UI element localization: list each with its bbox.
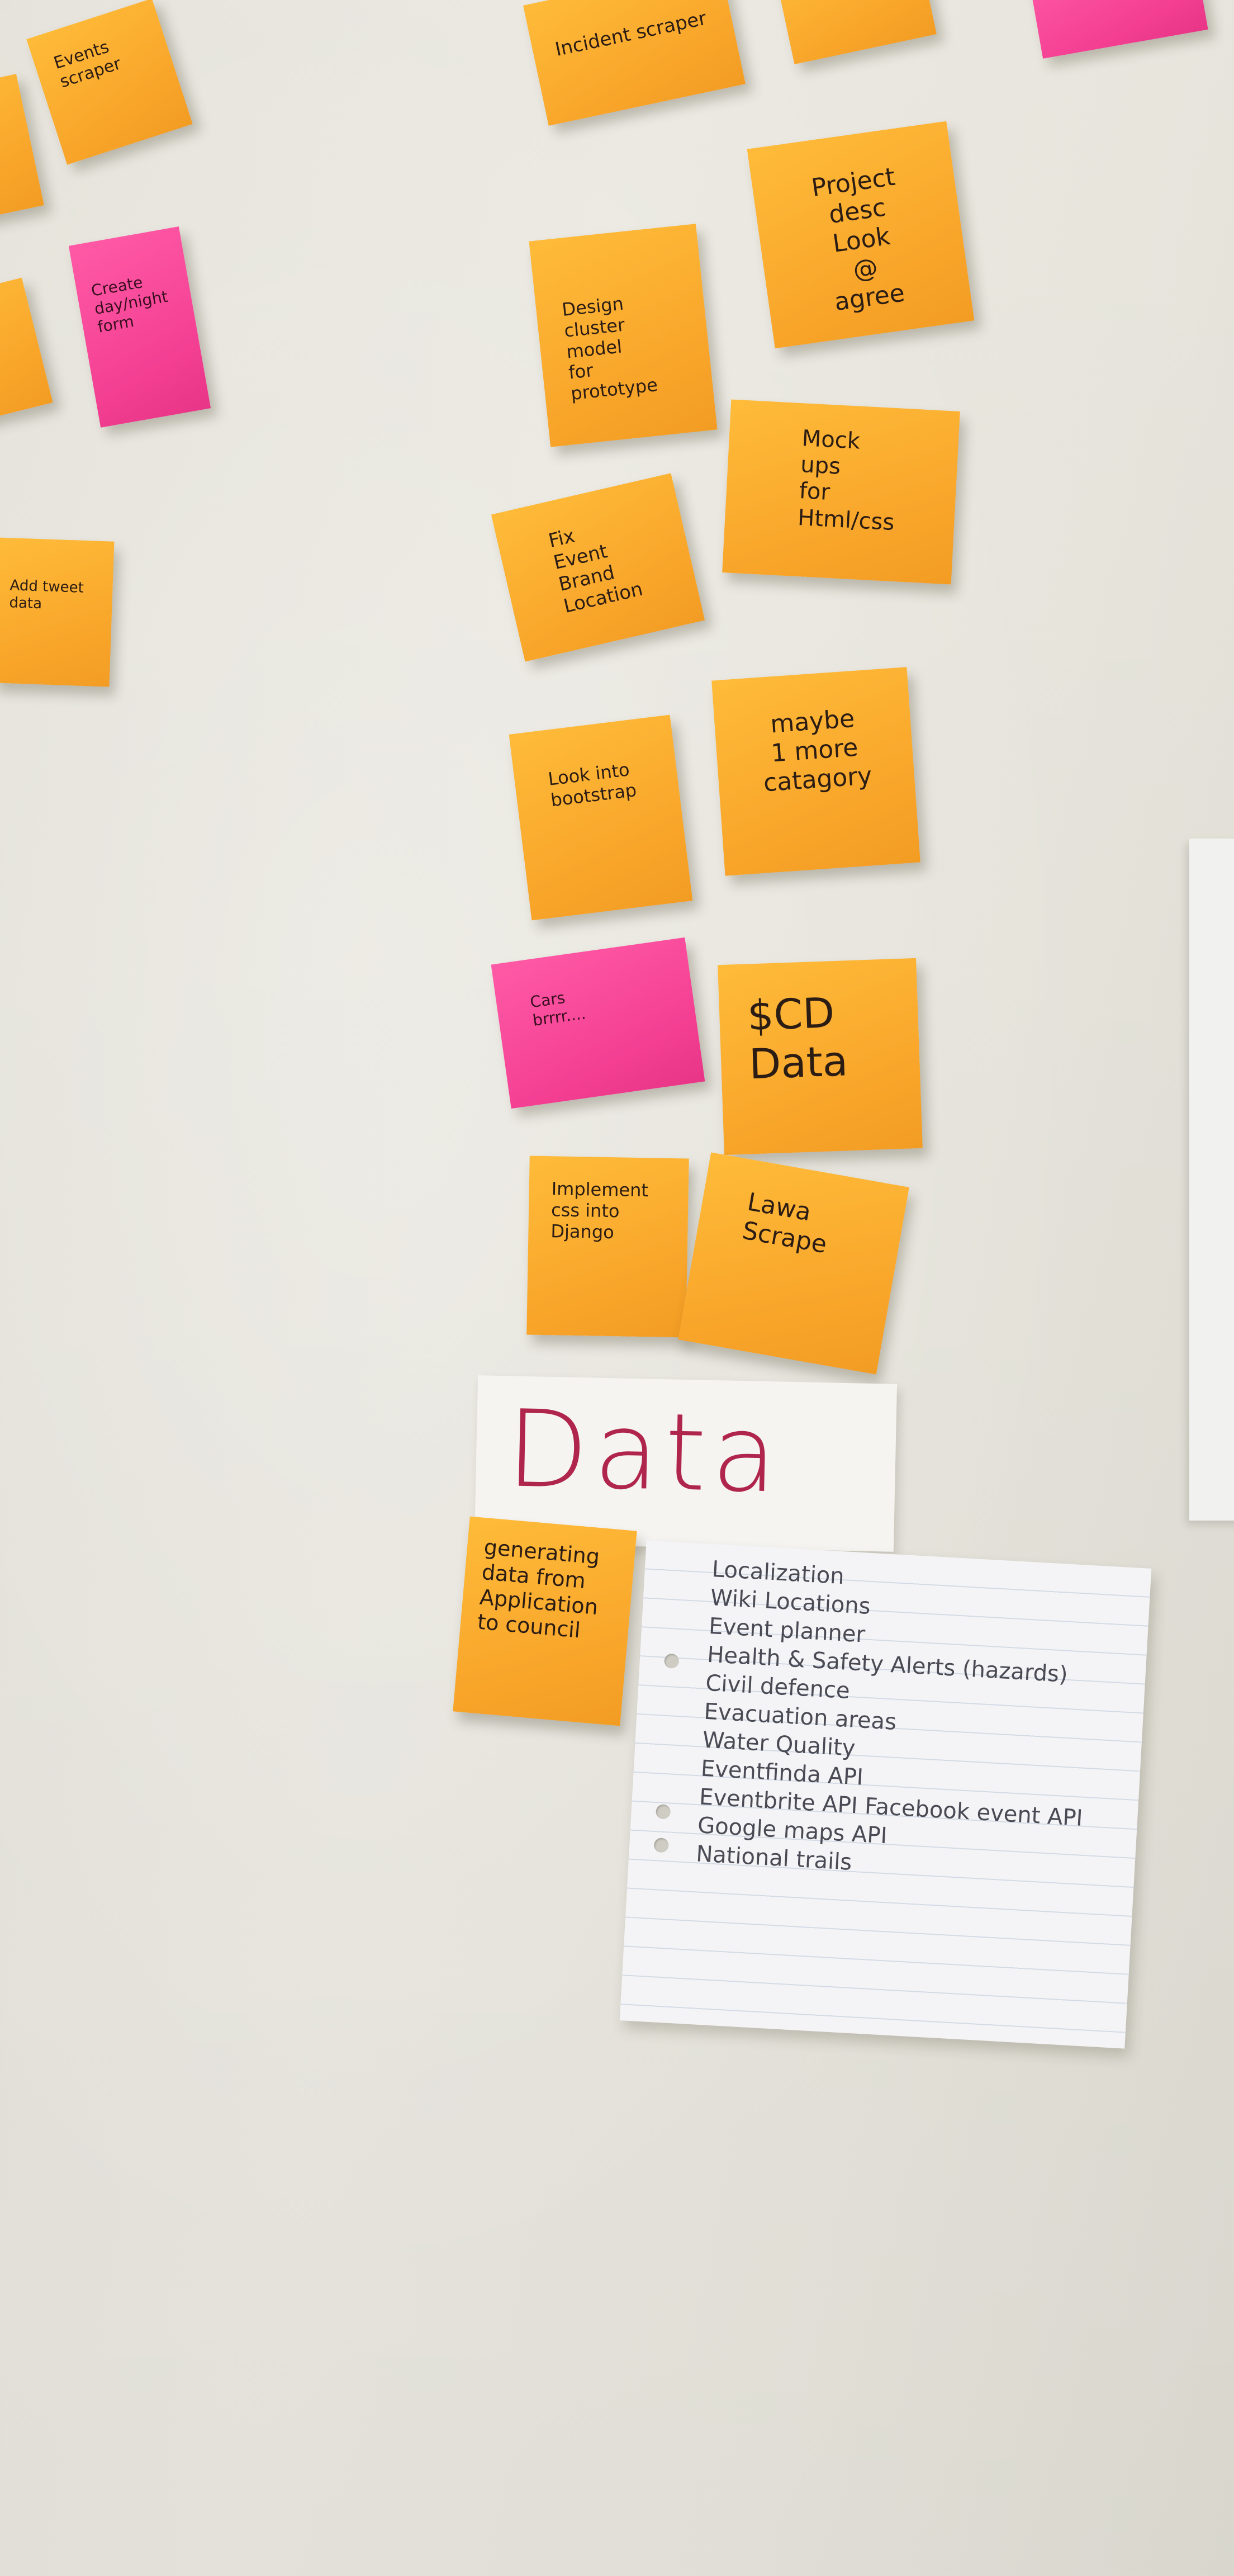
sticky-note-cd-data: $CD Data bbox=[718, 958, 923, 1156]
sticky-note-implement-css: Implement css into Django bbox=[526, 1156, 689, 1338]
sticky-note-maybe-category: maybe 1 more catagory bbox=[711, 667, 920, 876]
sticky-note-project-desc: Project desc Look @ agree bbox=[747, 121, 975, 349]
sticky-note-mock-ups: Mock ups for Html/css bbox=[722, 399, 960, 585]
punch-hole bbox=[664, 1653, 680, 1669]
sticky-note-look-into-bootstrap: Look into bootstrap bbox=[509, 714, 693, 921]
data-source-list: Localization Wiki Locations Event planne… bbox=[695, 1555, 1128, 1892]
right-edge-sheet bbox=[1189, 839, 1234, 1521]
sticky-note-lawa-scrape: Lawa Scrape bbox=[678, 1152, 909, 1375]
banner-title: Data bbox=[505, 1387, 784, 1517]
sticky-note-design-cluster-model: Design cluster model for prototype bbox=[529, 224, 718, 447]
sticky-note-add-tweet-data: Add tweet data bbox=[0, 537, 115, 687]
punch-hole bbox=[653, 1838, 670, 1853]
punch-hole bbox=[655, 1804, 671, 1820]
sticky-note-cars: Cars brrrr.... bbox=[491, 937, 705, 1109]
lined-paper-data-sources: Localization Wiki Locations Event planne… bbox=[619, 1540, 1152, 2049]
sticky-note-generating-data: generating data from Application to coun… bbox=[453, 1516, 637, 1726]
